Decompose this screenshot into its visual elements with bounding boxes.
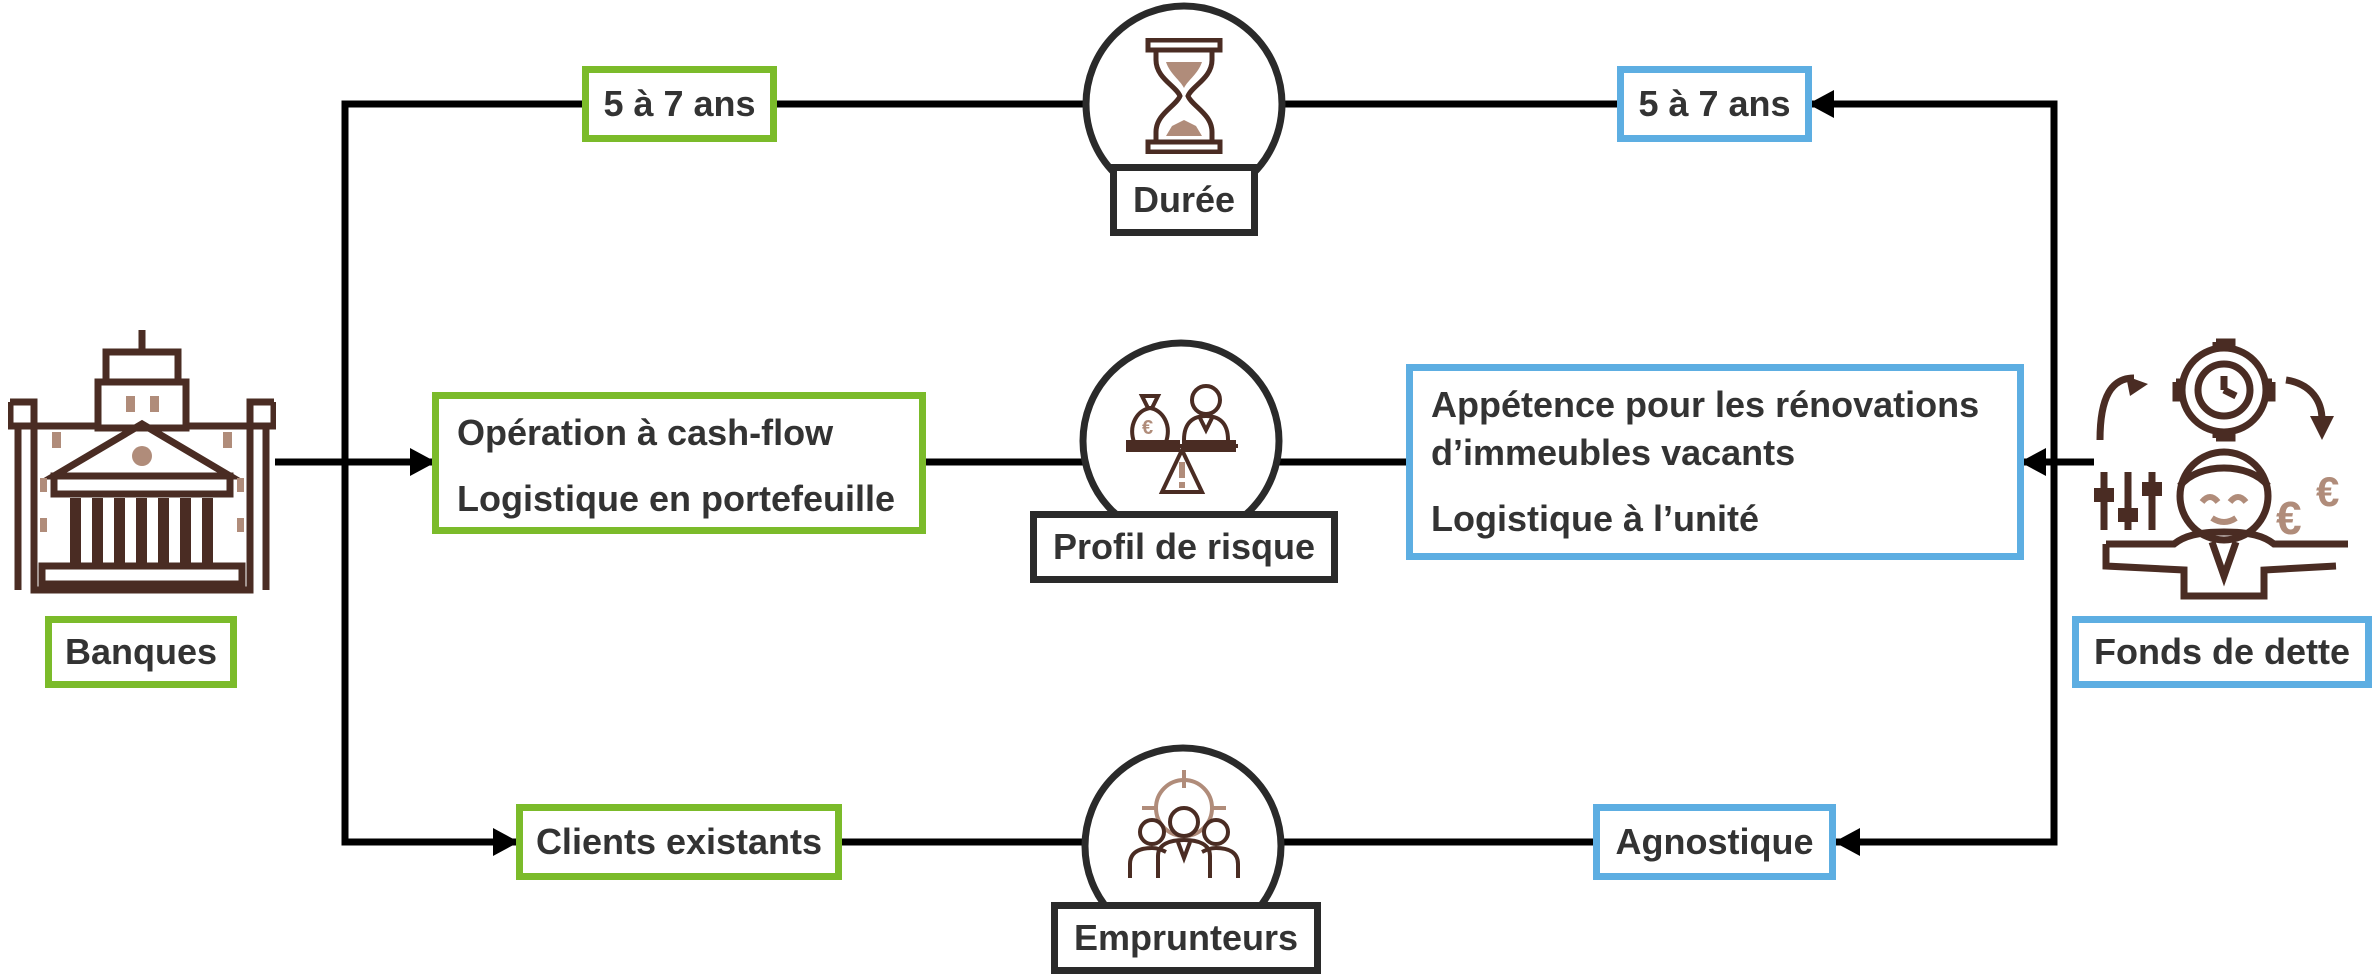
arrowhead-bank-emprunteurs bbox=[493, 828, 519, 856]
svg-text:€: € bbox=[2316, 468, 2339, 515]
profil-de-risque-criterion-label: Profil de risque bbox=[1030, 511, 1338, 583]
bank-duree-value: 5 à 7 ans bbox=[582, 66, 777, 142]
banques-label: Banques bbox=[45, 616, 237, 688]
risk-balance-icon: € bbox=[1126, 384, 1238, 494]
debt-fund-manager-icon: € € bbox=[2094, 338, 2348, 600]
arrowhead-fund-emprunteurs bbox=[1834, 828, 1860, 856]
arrowhead-bank-risque bbox=[410, 448, 436, 476]
fund-risque-line-3: Logistique à l’unité bbox=[1431, 498, 1760, 539]
bank-risque-line-2: Logistique en portefeuille bbox=[457, 478, 896, 519]
svg-text:€: € bbox=[1142, 417, 1153, 439]
borrowers-group-icon bbox=[1128, 770, 1240, 878]
svg-text:€: € bbox=[2276, 492, 2302, 544]
fund-risque-line-2: d’immeubles vacants bbox=[1431, 432, 1796, 473]
fonds-de-dette-label: Fonds de dette bbox=[2072, 616, 2372, 688]
hourglass-icon bbox=[1145, 38, 1223, 154]
arrowhead-fund-risque bbox=[2020, 448, 2046, 476]
fund-risque-value: Appétence pour les rénovations d’immeubl… bbox=[1406, 364, 2024, 560]
fund-to-emprunteurs-arrow bbox=[1834, 462, 2058, 846]
fund-duree-value: 5 à 7 ans bbox=[1617, 66, 1812, 142]
bank-to-emprunteurs-arrow bbox=[341, 462, 518, 846]
fund-emprunteurs-value: Agnostique bbox=[1593, 804, 1836, 880]
fund-risque-line-1: Appétence pour les rénovations bbox=[1431, 384, 1980, 425]
bank-building-icon bbox=[8, 330, 276, 594]
bank-emprunteurs-value: Clients existants bbox=[516, 804, 842, 880]
emprunteurs-criterion-label: Emprunteurs bbox=[1051, 902, 1321, 974]
fund-trunk-connector bbox=[1812, 100, 2094, 466]
arrowhead-fund-duree bbox=[1808, 90, 1834, 118]
bank-risque-value: Opération à cash-flow Logistique en port… bbox=[432, 392, 926, 534]
bank-trunk-connector bbox=[275, 100, 580, 466]
duree-criterion-label: Durée bbox=[1110, 164, 1258, 236]
bank-risque-line-1: Opération à cash-flow bbox=[457, 412, 834, 453]
